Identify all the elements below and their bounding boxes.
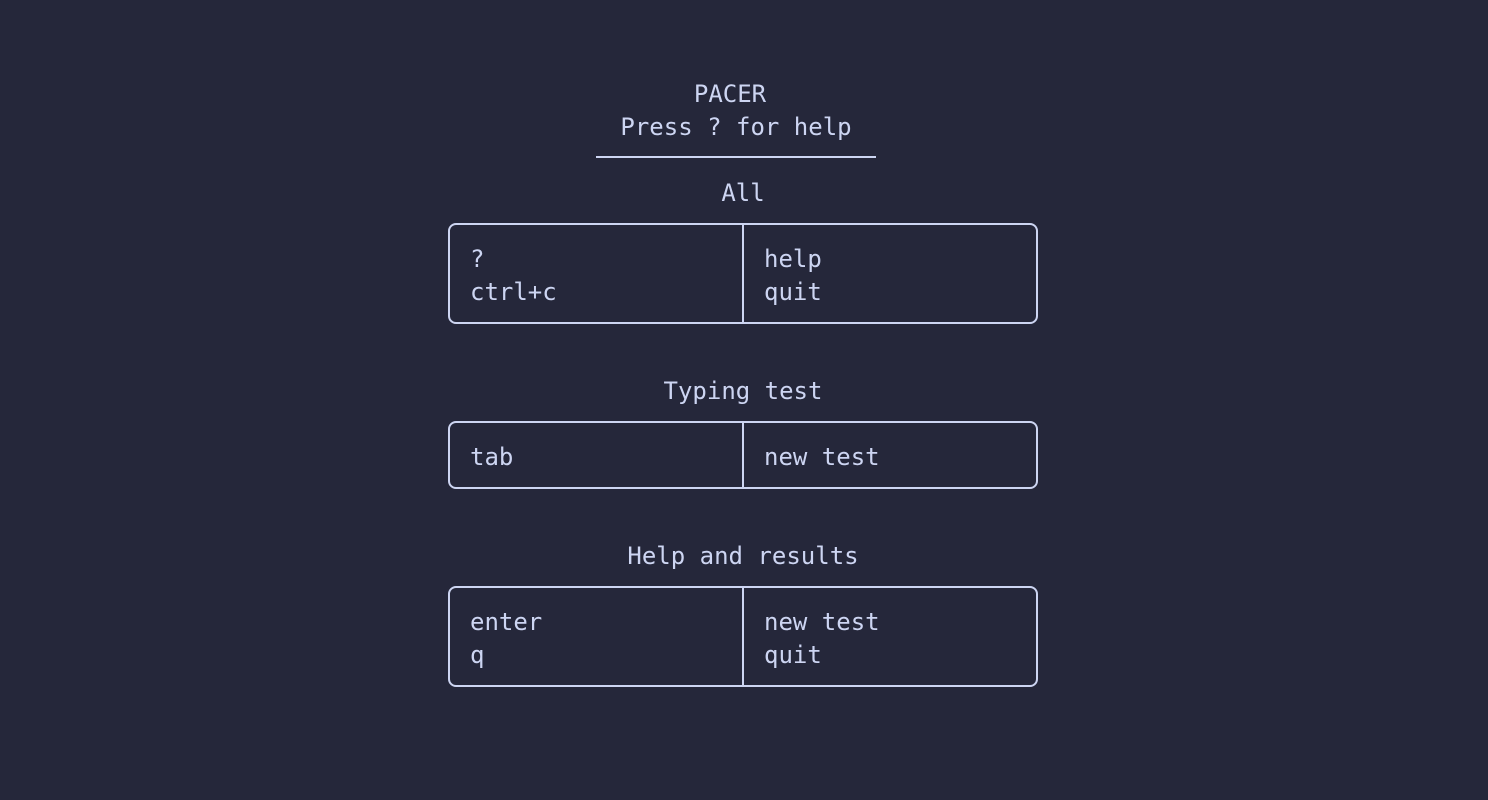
action-label: quit — [764, 278, 822, 306]
actions-column: new test quit — [744, 588, 1036, 685]
header-divider — [596, 156, 876, 158]
action-label: new test — [764, 608, 880, 636]
key-label: tab — [470, 443, 514, 471]
section-title-typing-test: Typing test — [663, 377, 823, 405]
section-title-help-and-results: Help and results — [627, 542, 859, 570]
actions-column: help quit — [744, 225, 1036, 322]
app-title: PACER — [693, 80, 767, 108]
keybinding-table-all: ? ctrl+c help quit — [448, 223, 1038, 324]
key-label: enter — [470, 608, 543, 636]
help-hint: Press ? for help — [620, 113, 852, 141]
keybinding-table-help-and-results: enter q new test quit — [448, 586, 1038, 687]
action-label: help — [764, 245, 822, 273]
key-label: q — [470, 641, 485, 669]
key-label: ? — [470, 245, 485, 273]
action-label: quit — [764, 641, 822, 669]
actions-column: new test — [744, 423, 1036, 487]
keys-column: tab — [450, 423, 744, 487]
section-title-all: All — [721, 179, 765, 207]
keys-column: enter q — [450, 588, 744, 685]
keybinding-table-typing-test: tab new test — [448, 421, 1038, 489]
keys-column: ? ctrl+c — [450, 225, 744, 322]
key-label: ctrl+c — [470, 278, 557, 306]
action-label: new test — [764, 443, 880, 471]
